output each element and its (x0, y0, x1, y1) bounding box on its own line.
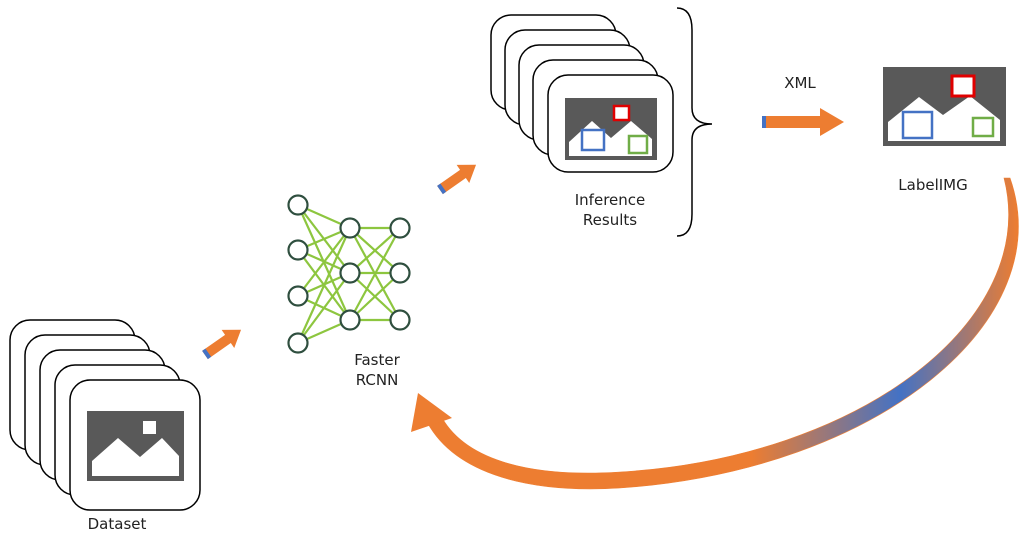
labelimg-label: LabelIMG (898, 176, 968, 194)
detection-image-icon (565, 98, 657, 160)
dataset-label: Dataset (87, 515, 147, 533)
neural-network-icon (287, 194, 411, 354)
feedback-curved-arrow (411, 177, 1019, 490)
arrow-network-to-inference (437, 164, 477, 195)
dataset-image-stack (9, 319, 201, 511)
results-bracket (676, 7, 713, 237)
faster-rcnn-label: Faster RCNN (354, 351, 400, 389)
inference-results-label: Inference Results (574, 191, 646, 229)
inference-image-stack (490, 14, 674, 173)
arrow-dataset-to-network (202, 329, 242, 360)
labelimg-image-icon (883, 67, 1006, 146)
xml-label: XML (784, 74, 816, 92)
arrow-results-to-labelimg (762, 108, 844, 136)
image-placeholder-icon (87, 411, 184, 481)
